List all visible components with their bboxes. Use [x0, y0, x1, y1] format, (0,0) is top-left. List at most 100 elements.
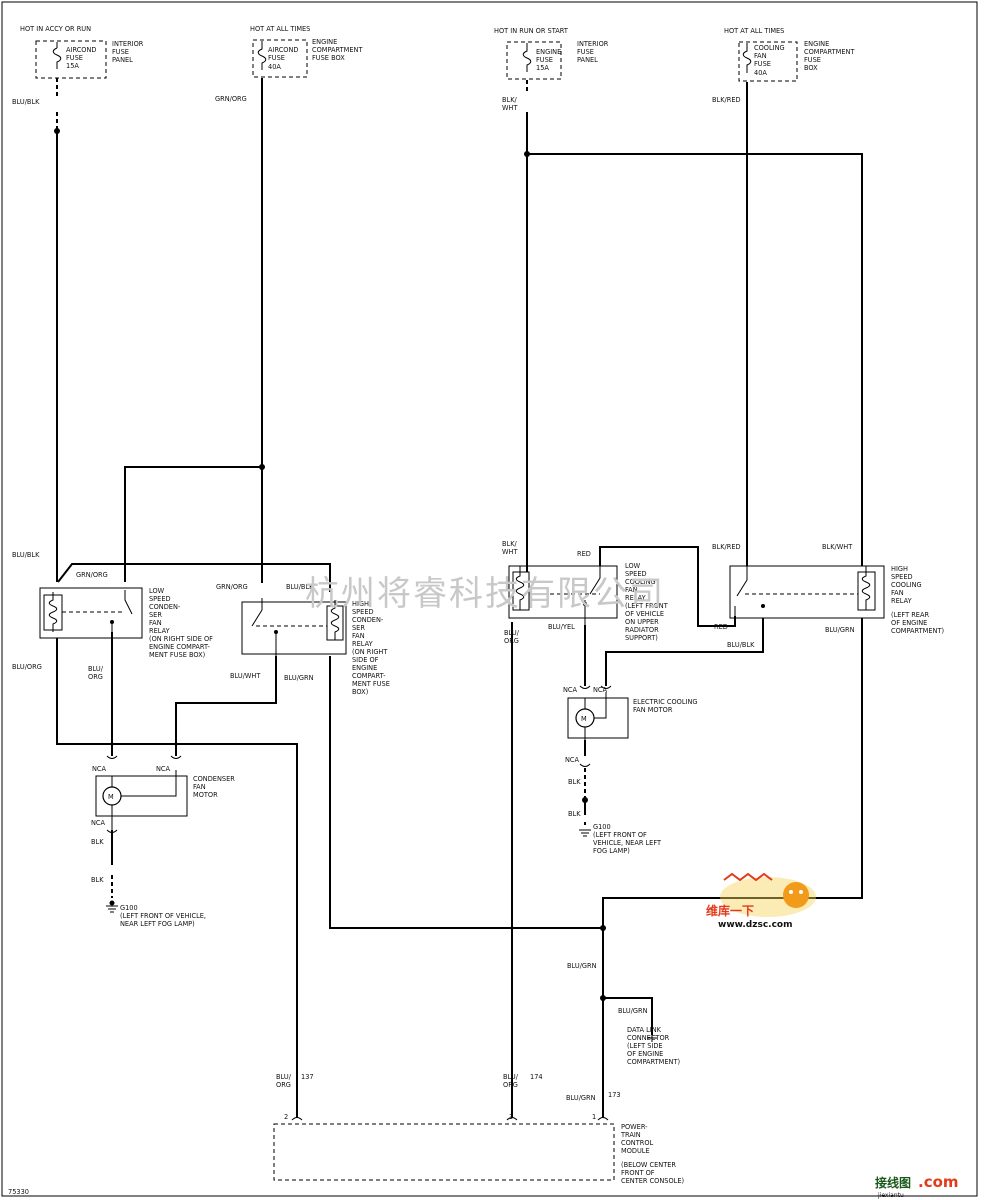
fuse3-location-3: PANEL — [577, 56, 598, 64]
relay-high-cond-label-3: CONDEN- — [352, 616, 384, 624]
mascot-icon — [783, 882, 809, 908]
relay-low-cooling-label-2: SPEED — [625, 570, 647, 578]
relay-high-cond-label-2: SPEED — [352, 608, 374, 616]
pcm-circuit-137: 137 — [301, 1073, 314, 1081]
relay-high-cooling-label: HIGH — [891, 565, 908, 573]
wire-label-blu-wht: BLU/WHT — [230, 672, 261, 680]
pcm-label-4: MODULE — [621, 1147, 650, 1155]
fuse4-name-2: FAN — [754, 52, 767, 60]
wire-label-blu-org-left: BLU/ORG — [12, 663, 42, 671]
relay-low-cooling-label-6: (LEFT FRONT — [625, 602, 669, 610]
relay-high-cond-label-7: (ON RIGHT — [352, 648, 388, 656]
fuse2-location: ENGINE — [312, 38, 337, 46]
fuse3-rating: 15A — [536, 64, 549, 72]
wire-label-blk-wht-high: BLK/WHT — [822, 543, 853, 551]
pcm-pin1-wire: BLU/GRN — [566, 1094, 596, 1102]
relay-low-cooling-label-8: ON UPPER — [625, 618, 659, 626]
fuse1-location: INTERIOR — [112, 40, 144, 48]
fuse-cooling-fan-40a: HOT AT ALL TIMES COOLING FAN FUSE 40A EN… — [712, 27, 855, 104]
wire-label-blk-wht-top: BLK/ — [502, 96, 518, 104]
wire-label-blu-blk-relay: BLU/BLK — [12, 551, 40, 559]
pcm-label-5: (BELOW CENTER — [621, 1161, 676, 1169]
relay-low-cooling-label-3: COOLING — [625, 578, 656, 586]
cooling-motor-label: ELECTRIC COOLING — [633, 698, 698, 706]
relay-low-speed-condenser: LOW SPEED CONDEN- SER FAN RELAY (ON RIGH… — [12, 551, 213, 681]
jiexiantu-cn: 接线图 — [875, 1175, 911, 1190]
motor-symbol-condenser: M — [108, 793, 114, 801]
relay-low-cond-label-7: (ON RIGHT SIDE OF — [149, 635, 213, 643]
relay-low-cooling-label-7: OF VEHICLE — [625, 610, 664, 618]
ground-g100-left-location-2: NEAR LEFT FOG LAMP) — [120, 920, 195, 928]
motor-symbol-cooling: M — [581, 715, 587, 723]
dlc-label-5: COMPARTMENT) — [627, 1058, 680, 1066]
pcm-pin2-wire-2: ORG — [276, 1081, 291, 1089]
relay-high-cond-label: HIGH — [352, 600, 369, 608]
relay-high-speed-cooling: HIGH SPEED COOLING FAN RELAY (LEFT REAR … — [712, 543, 944, 649]
relay-high-cooling-label-3: COOLING — [891, 581, 922, 589]
fuse1-name: AIRCOND — [66, 46, 97, 54]
wires — [54, 78, 863, 1118]
relay-high-cooling-label-2: SPEED — [891, 573, 913, 581]
pcm-pin-1: 1 — [592, 1113, 596, 1121]
pcm-pin-3: 3 — [509, 1113, 513, 1121]
fuse-aircond-40a: HOT AT ALL TIMES AIRCOND FUSE 40A ENGINE… — [215, 25, 363, 103]
dlc-label-3: (LEFT SIDE — [627, 1042, 663, 1050]
fuse1-location-3: PANEL — [112, 56, 133, 64]
relay-low-cond-label-3: CONDEN- — [149, 603, 181, 611]
relay-low-cond-label-4: SER — [149, 611, 162, 619]
cooling-conn-bottom: NCA — [565, 756, 580, 764]
fuse4-supply-label: HOT AT ALL TIMES — [724, 27, 784, 35]
data-link-connector: BLU/GRN BLU/GRN DATA LINK CONNECTOR (LEF… — [567, 962, 680, 1066]
fuse1-rating: 15A — [66, 62, 79, 70]
pcm-pin2-wire: BLU/ — [276, 1073, 292, 1081]
fuse2-supply-label: HOT AT ALL TIMES — [250, 25, 310, 33]
pcm-pin3-wire: BLU/ — [503, 1073, 519, 1081]
wire-label-blk-wht-top-2: WHT — [502, 104, 518, 112]
wire-label-red-bottom: RED — [714, 623, 728, 631]
fuse4-location: ENGINE — [804, 40, 829, 48]
relay-low-cooling-label-4: FAN — [625, 586, 638, 594]
relay-high-cooling-label-5: RELAY — [891, 597, 913, 605]
fuse4-location-4: BOX — [804, 64, 818, 72]
relay-high-cooling-label-6: (LEFT REAR — [891, 611, 929, 619]
pcm-circuit-173: 173 — [608, 1091, 621, 1099]
relay-high-cond-label-12: BOX) — [352, 688, 368, 696]
fuse-aircond-15a: HOT IN ACCY OR RUN AIRCOND FUSE 15A INTE… — [12, 25, 144, 106]
cooling-motor-label-2: FAN MOTOR — [633, 706, 673, 714]
relay-high-cond-label-6: RELAY — [352, 640, 374, 648]
fuse2-name: AIRCOND — [268, 46, 299, 54]
dzsc-logo: 维库一下 www.dzsc.com — [706, 872, 816, 930]
fuse3-location: INTERIOR — [577, 40, 609, 48]
wire-label-blk-wht-relay: BLK/ — [502, 540, 518, 548]
fuse1-supply-label: HOT IN ACCY OR RUN — [20, 25, 91, 33]
relay-low-speed-cooling: LOW SPEED COOLING FAN RELAY (LEFT FRONT … — [502, 540, 669, 645]
pcm-pin3-wire-2: ORG — [503, 1081, 518, 1089]
relay-low-cond-label: LOW — [149, 587, 165, 595]
fuse4-location-3: FUSE — [804, 56, 821, 64]
fuse4-location-2: COMPARTMENT — [804, 48, 855, 56]
wire-label-blu-grn-high-cond: BLU/GRN — [284, 674, 314, 682]
fuse4-name-3: FUSE — [754, 60, 771, 68]
wire-label-blu-blk-cooling: BLU/BLK — [727, 641, 755, 649]
relay-high-cooling-label-8: COMPARTMENT) — [891, 627, 944, 635]
relay-high-cooling-label-4: FAN — [891, 589, 904, 597]
condenser-conn-right: NCA — [156, 765, 171, 773]
fuse2-rating: 40A — [268, 63, 281, 71]
condenser-conn-bottom: NCA — [91, 819, 106, 827]
relay-high-cond-label-9: ENGINE — [352, 664, 377, 672]
ground-g100-right-location-2: VEHICLE, NEAR LEFT — [593, 839, 662, 847]
ground-g100-left-location: (LEFT FRONT OF VEHICLE, — [120, 912, 206, 920]
relay-high-cond-label-4: SER — [352, 624, 365, 632]
relay-high-cond-label-10: COMPART- — [352, 672, 386, 680]
relay-high-speed-condenser: HIGH SPEED CONDEN- SER FAN RELAY (ON RIG… — [216, 583, 390, 696]
pcm-label: POWER- — [621, 1123, 648, 1131]
relay-low-cond-label-2: SPEED — [149, 595, 171, 603]
fuse3-name-2: FUSE — [536, 56, 553, 64]
cooling-conn-right: NCA — [593, 686, 608, 694]
wire-label-blu-grn-cooling: BLU/GRN — [825, 626, 855, 634]
pcm-label-2: TRAIN — [620, 1131, 641, 1139]
relay-low-cond-label-6: RELAY — [149, 627, 171, 635]
condenser-fan-motor: NCA NCA M CONDENSER FAN MOTOR NCA BLK BL… — [91, 755, 235, 928]
